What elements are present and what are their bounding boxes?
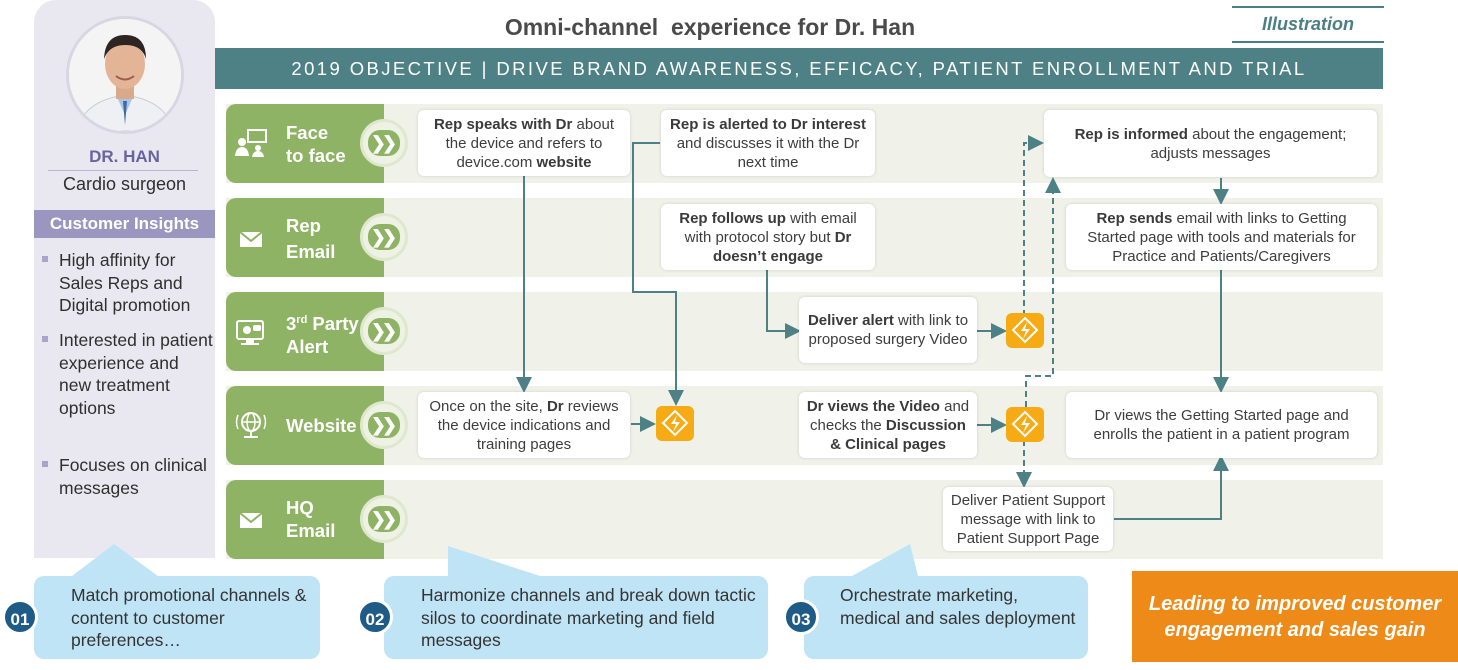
step-number: 01 (2, 599, 38, 635)
callout-pointers (72, 544, 918, 576)
doctor-name: DR. HAN (89, 147, 160, 166)
step-box: Deliver Patient Support message with lin… (943, 487, 1113, 551)
step-box: Rep follows up with email with protocol … (661, 204, 875, 270)
insight-item: Interested in patient experience and new… (42, 329, 214, 419)
illustration-tag: Illustration (1232, 6, 1384, 43)
step-box: Dr views the Getting Started page and en… (1066, 392, 1377, 458)
takeaway-bubble: Match promotional channels & content to … (34, 576, 320, 659)
insights-title: Customer Insights (34, 210, 215, 238)
email-icon (239, 512, 263, 528)
takeaway-bubble: Orchestrate marketing, medical and sales… (804, 576, 1088, 659)
chevron-icon: ❯❯ (360, 401, 408, 449)
globe-icon (235, 412, 267, 438)
chevron-icon: ❯❯ (360, 119, 408, 167)
face-to-face-icon (235, 129, 267, 157)
step-box: Rep speaks with Dr about the device and … (418, 110, 630, 176)
alert-screen-icon (236, 320, 264, 345)
result-box: Leading to improved customer engagement … (1132, 571, 1458, 662)
objective-banner: 2019 OBJECTIVE | DRIVE BRAND AWARENESS, … (215, 48, 1383, 89)
lane-third-party-alert (226, 292, 384, 371)
alert-icon (1006, 407, 1044, 442)
email-icon (239, 231, 263, 247)
step-box: Rep is informed about the engagement; ad… (1044, 110, 1377, 177)
chevron-icon: ❯❯ (360, 213, 408, 261)
chevron-icon: ❯❯ (360, 307, 408, 355)
alert-icon (656, 406, 694, 441)
step-box: Rep sends email with links to Getting St… (1066, 204, 1377, 270)
chevron-icon: ❯❯ (360, 495, 408, 543)
doctor-avatar (66, 16, 184, 134)
takeaway-bubble: Harmonize channels and break down tactic… (384, 576, 768, 659)
step-box: Dr views the Video and checks the Discus… (799, 392, 977, 458)
doctor-role: Cardio surgeon (62, 174, 187, 194)
insight-item: High affinity for Sales Reps and Digital… (42, 249, 214, 317)
step-box: Once on the site, Dr reviews the device … (418, 392, 630, 458)
step-number: 03 (783, 599, 819, 635)
step-box: Deliver alert with link to proposed surg… (799, 297, 977, 363)
page-title: Omni-channel experience for Dr. Han (504, 14, 916, 40)
insight-item: Focuses on clinical messages (42, 454, 214, 499)
lane-face-to-face (226, 104, 384, 183)
divider (48, 170, 198, 171)
step-box: Rep is alerted to Dr interest and discus… (661, 110, 875, 176)
lane-website (226, 386, 384, 465)
lane-label-text: Website (286, 415, 357, 436)
step-number: 02 (357, 599, 393, 635)
alert-icon (1006, 313, 1044, 348)
